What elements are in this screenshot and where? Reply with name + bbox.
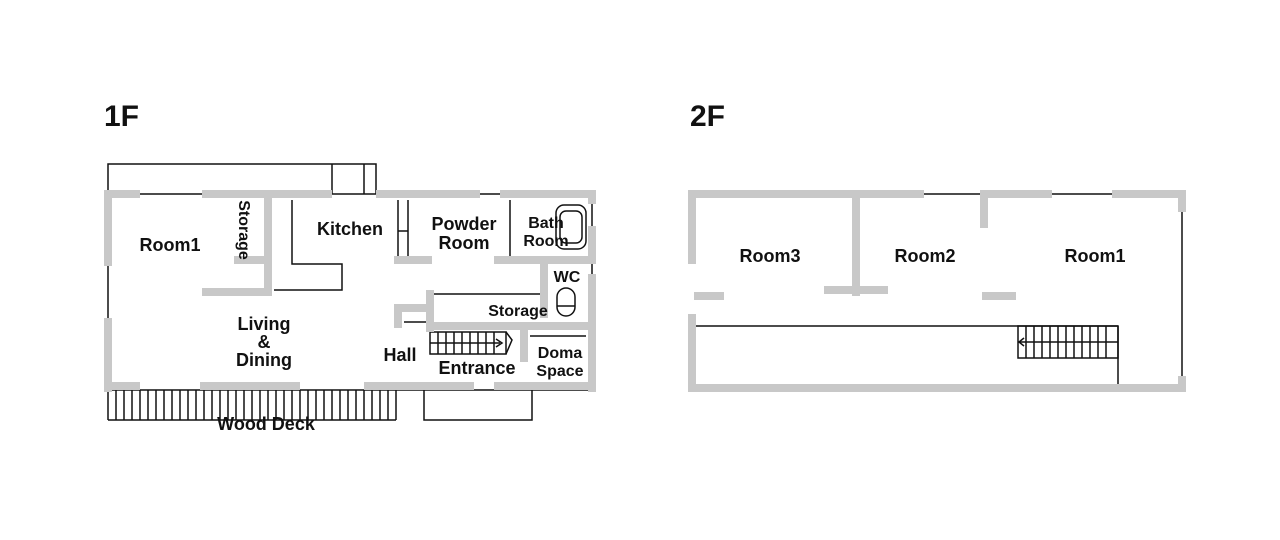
- wood-deck-label: Wood Deck: [217, 414, 316, 434]
- roof-outline: [107, 163, 377, 194]
- room2-label: Room2: [894, 246, 955, 266]
- room1-2f-label: Room1: [1064, 246, 1125, 266]
- living-dining-label-line3: Dining: [236, 350, 292, 370]
- storage-label: Storage: [488, 303, 548, 320]
- hall-label: Hall: [383, 345, 416, 365]
- kitchen-counter: [274, 200, 343, 291]
- room3-label: Room3: [739, 246, 800, 266]
- entrance-step: [423, 390, 533, 421]
- floor2-title: 2F: [690, 100, 725, 133]
- bathtub-icon: [555, 204, 587, 250]
- stairs-2f: [1017, 325, 1119, 359]
- floor2-plan: Room3 Room2 Room1: [688, 190, 1186, 392]
- stairs-1f: [429, 331, 513, 355]
- walls-1f: [104, 190, 596, 392]
- storage-vertical-label: Storage: [235, 200, 252, 260]
- wc-label: WC: [554, 269, 581, 286]
- kitchen-label: Kitchen: [317, 219, 383, 239]
- doma-space-label-line1: Doma: [538, 345, 583, 362]
- toilet-icon: [556, 287, 576, 317]
- room1-label: Room1: [139, 235, 200, 255]
- doma-space-label-line2: Space: [536, 363, 583, 380]
- bath-room-label-line2: Room: [523, 233, 568, 250]
- floor1-title: 1F: [104, 100, 139, 133]
- floor1-plan: Room1 Storage Kitchen Powder Room Bath R…: [104, 163, 596, 434]
- living-dining-label-line2: &: [258, 332, 271, 352]
- powder-room-label-line1: Powder: [431, 214, 496, 234]
- walls-2f: [688, 190, 1186, 392]
- wood-deck: [107, 390, 397, 421]
- stair-arrow-icon: [1017, 337, 1025, 347]
- bath-room-label-line1: Bath: [528, 215, 564, 232]
- living-dining-label-line1: Living: [238, 314, 291, 334]
- entrance-label: Entrance: [438, 358, 515, 378]
- powder-room-label-line2: Room: [439, 233, 490, 253]
